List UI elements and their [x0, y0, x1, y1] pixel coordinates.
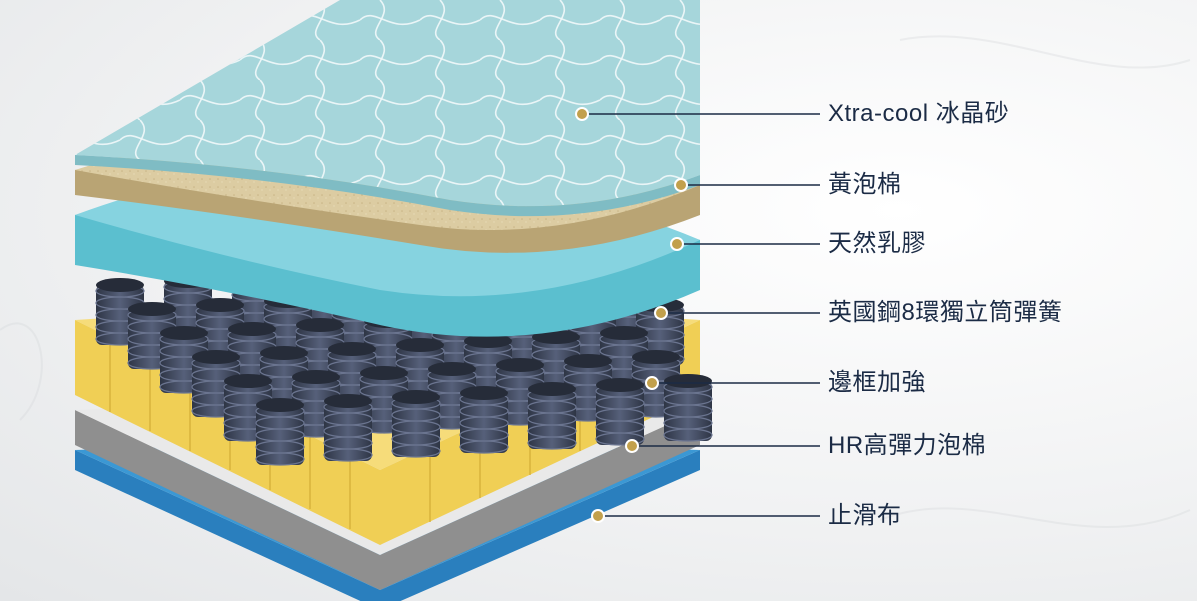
spring-coil — [323, 394, 373, 462]
spring-coil — [663, 374, 713, 442]
label-cooling: Xtra-cool 冰晶砂 — [828, 100, 1010, 127]
spring-coil — [391, 390, 441, 458]
spring-coil — [527, 382, 577, 450]
label-yellow-foam: 黃泡棉 — [828, 171, 902, 198]
spring-coil — [459, 386, 509, 454]
dot-hr — [625, 439, 639, 453]
dot-edge — [645, 376, 659, 390]
leader-dots — [575, 107, 688, 523]
layer-cooling-top — [75, 0, 700, 217]
label-latex: 天然乳膠 — [828, 230, 926, 257]
spring-coil — [255, 398, 305, 466]
dot-yellow-foam — [674, 178, 688, 192]
dot-springs — [654, 306, 668, 320]
dot-latex — [670, 237, 684, 251]
label-anti-slip: 止滑布 — [828, 502, 902, 529]
label-springs: 英國鋼8環獨立筒彈簧 — [828, 299, 1063, 326]
dot-cooling — [575, 107, 589, 121]
label-edge-support: 邊框加強 — [828, 369, 926, 396]
leader-lines — [582, 113, 820, 517]
spring-coil — [595, 378, 645, 446]
dot-anti-slip — [591, 509, 605, 523]
label-hr-foam: HR高彈力泡棉 — [828, 432, 987, 459]
background-swirls — [0, 35, 1191, 529]
